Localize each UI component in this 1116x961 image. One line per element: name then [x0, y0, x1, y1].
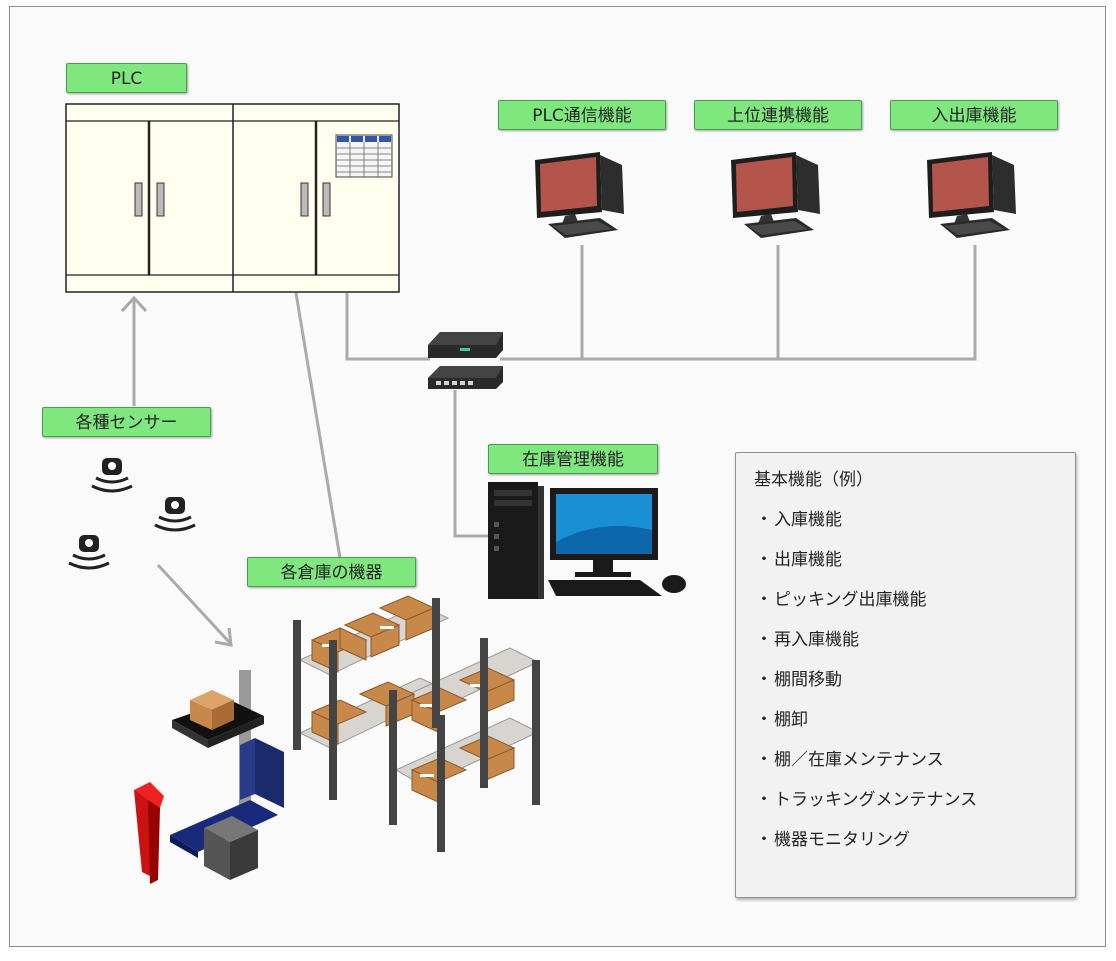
host-link-label: 上位連携機能 [694, 100, 862, 130]
warehouse-label: 各倉庫の機器 [247, 557, 416, 587]
basic-functions-list: ・入庫機能 ・出庫機能 ・ピッキング出庫機能 ・再入庫機能 ・棚間移動 ・棚卸 … [754, 509, 1075, 869]
hub-to-inventory-line [453, 390, 488, 538]
plc-to-hub-line [345, 293, 430, 361]
inventory-label: 在庫管理機能 [488, 444, 658, 474]
function-item: ・棚卸 [754, 709, 1075, 749]
sensor-icon-3 [68, 535, 110, 570]
sensor-to-equipment-line [156, 563, 232, 645]
network-hub-icon [428, 332, 503, 389]
plc-to-warehouse-line [294, 292, 342, 559]
function-item: ・棚間移動 [754, 669, 1075, 709]
sensor-icon-1 [91, 458, 133, 493]
pc-icon-inout [927, 152, 1016, 238]
storage-rack-icon [293, 595, 540, 852]
plc-comm-label: PLC通信機能 [498, 100, 666, 130]
sensor-arrow-head-up [120, 295, 148, 313]
function-item-label: 入庫機能 [774, 510, 842, 530]
bullet-point: ・ [755, 630, 773, 650]
function-item: ・トラッキングメンテナンス [754, 789, 1075, 829]
sensor-arrow-head-down [214, 627, 233, 647]
desktop-pc-icon [488, 482, 686, 599]
function-item: ・機器モニタリング [754, 829, 1075, 869]
pc-icon-host-link [731, 152, 820, 238]
basic-functions-title: 基本機能（例） [754, 470, 873, 490]
function-item-label: 機器モニタリング [774, 830, 910, 850]
function-item: ・棚／在庫メンテナンス [754, 749, 1075, 789]
function-item-label: 再入庫機能 [774, 630, 859, 650]
hub-backbone-line [500, 245, 977, 361]
inout-label: 入出庫機能 [890, 100, 1058, 130]
plc-cabinet-icon [65, 103, 400, 293]
function-item-label: ピッキング出庫機能 [774, 590, 927, 610]
function-item: ・ピッキング出庫機能 [754, 589, 1075, 629]
bullet-point: ・ [755, 510, 773, 530]
conveyor-equipment-icon [134, 670, 284, 884]
function-item-label: 棚卸 [774, 710, 808, 730]
sensor-icon-2 [154, 497, 196, 532]
bullet-point: ・ [755, 550, 773, 570]
bullet-point: ・ [755, 670, 773, 690]
function-item: ・入庫機能 [754, 509, 1075, 549]
plc-label: PLC [66, 63, 187, 93]
pc-icon-plc-comm [535, 152, 624, 238]
bullet-point: ・ [755, 830, 773, 850]
function-item-label: 棚間移動 [774, 670, 842, 690]
function-item: ・再入庫機能 [754, 629, 1075, 669]
sensors-label: 各種センサー [42, 407, 211, 437]
bullet-point: ・ [755, 710, 773, 730]
bullet-point: ・ [755, 790, 773, 810]
function-item-label: 棚／在庫メンテナンス [774, 750, 944, 770]
bullet-point: ・ [755, 750, 773, 770]
connector-lines [120, 245, 977, 647]
bullet-point: ・ [755, 590, 773, 610]
basic-functions-box: 基本機能（例） ・入庫機能 ・出庫機能 ・ピッキング出庫機能 ・再入庫機能 ・棚… [735, 452, 1076, 898]
function-item: ・出庫機能 [754, 549, 1075, 589]
function-item-label: 出庫機能 [774, 550, 842, 570]
function-item-label: トラッキングメンテナンス [774, 790, 978, 810]
